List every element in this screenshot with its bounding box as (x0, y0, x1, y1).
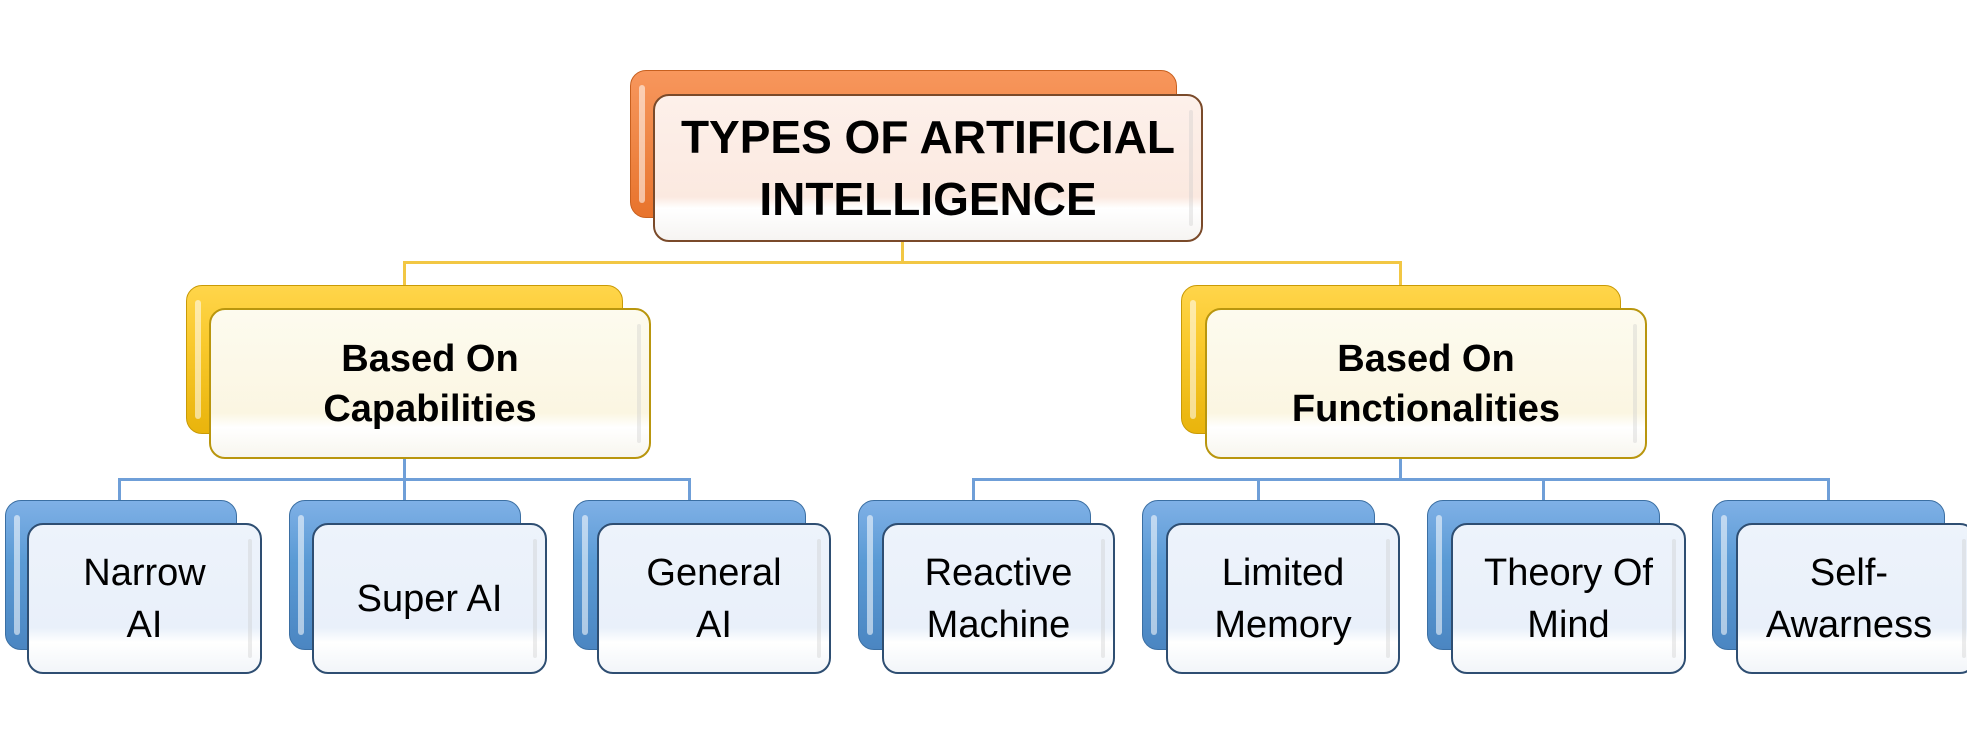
leaf-super-ai-label: Super AI (357, 573, 503, 625)
root-label-line2: INTELLIGENCE (759, 173, 1097, 225)
connector-to-super-ai (403, 478, 406, 501)
leaf-self-awareness-box: Self- Awarness (1736, 523, 1967, 674)
leaf-narrow-ai-line2: AI (126, 603, 163, 646)
connector-to-capabilities (403, 261, 406, 286)
leaf-narrow-ai-label: Narrow AI (83, 547, 205, 651)
leaf-self-awareness-line1: Self- (1809, 551, 1889, 594)
leaf-theory-of-mind-box: Theory Of Mind (1451, 523, 1686, 674)
leaf-self-awareness-label: Self- Awarness (1766, 547, 1932, 651)
branch-functionalities-label: Based On Functionalities (1292, 334, 1560, 434)
leaf-theory-of-mind-line2: Mind (1527, 603, 1610, 646)
connector-to-reactive-machine (972, 478, 975, 501)
root-label-line1: TYPES OF ARTIFICIAL (680, 111, 1176, 163)
connector-capabilities-stem (403, 458, 406, 480)
leaf-limited-memory-line2: Memory (1214, 603, 1352, 646)
leaf-theory-of-mind-line1: Theory Of (1484, 551, 1653, 594)
connector-to-functionalities (1399, 261, 1402, 286)
branch-functionalities-line2: Functionalities (1291, 387, 1561, 430)
leaf-general-ai-box: General AI (597, 523, 831, 674)
leaf-narrow-ai-box: Narrow AI (27, 523, 262, 674)
root-node-label: TYPES OF ARTIFICIAL INTELLIGENCE (681, 106, 1175, 230)
leaf-limited-memory-label: Limited Memory (1214, 547, 1351, 651)
leaf-general-ai-line1: General (646, 551, 782, 594)
leaf-narrow-ai-line1: Narrow (83, 551, 206, 594)
branch-capabilities-line1: Based On (341, 337, 519, 380)
leaf-self-awareness-line2: Awarness (1765, 603, 1933, 646)
branch-functionalities-line1: Based On (1337, 337, 1515, 380)
connector-to-limited-memory (1257, 478, 1260, 501)
connector-functionalities-stem (1399, 458, 1402, 480)
connector-root-bar (403, 261, 1402, 264)
leaf-theory-of-mind-label: Theory Of Mind (1484, 547, 1653, 651)
connector-functionalities-bar (972, 478, 1830, 481)
connector-to-general-ai (688, 478, 691, 501)
branch-functionalities-box: Based On Functionalities (1205, 308, 1647, 459)
leaf-limited-memory-box: Limited Memory (1166, 523, 1400, 674)
leaf-reactive-machine-label: Reactive Machine (925, 547, 1073, 651)
leaf-general-ai-label: General AI (646, 547, 781, 651)
branch-capabilities-box: Based On Capabilities (209, 308, 651, 459)
connector-to-narrow-ai (118, 478, 121, 501)
branch-capabilities-line2: Capabilities (323, 387, 537, 430)
connector-to-theory-of-mind (1542, 478, 1545, 501)
leaf-general-ai-line2: AI (696, 603, 732, 646)
leaf-reactive-machine-line1: Reactive (924, 551, 1073, 594)
leaf-reactive-machine-box: Reactive Machine (882, 523, 1115, 674)
branch-capabilities-label: Based On Capabilities (323, 334, 536, 434)
leaf-limited-memory-line1: Limited (1221, 551, 1345, 594)
connector-root-stem (901, 241, 904, 263)
root-node-box: TYPES OF ARTIFICIAL INTELLIGENCE (653, 94, 1203, 242)
leaf-super-ai-box: Super AI (312, 523, 547, 674)
leaf-super-ai-line1: Super AI (356, 577, 503, 620)
connector-to-self-awareness (1827, 478, 1830, 501)
leaf-reactive-machine-line2: Machine (926, 603, 1071, 646)
